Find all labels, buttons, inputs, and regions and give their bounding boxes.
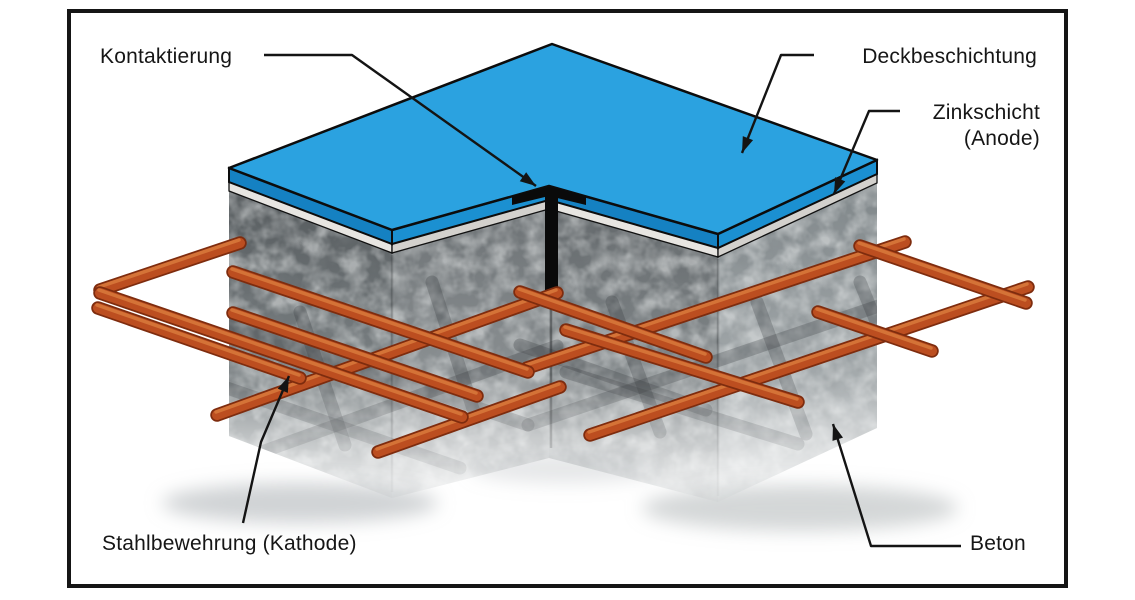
rebar-shadow [229,358,467,475]
rebar-bar-highlight [230,267,529,371]
leader-line-stahlbewehrung [241,375,291,524]
rebar-bar-body [373,382,565,457]
rebar-bar-body [95,288,467,422]
arrowhead-stahlbewehrung [277,376,289,393]
leader-lines [241,53,961,548]
zinc-layer [228,172,878,259]
rebar-bar-body [228,267,533,377]
rebar-bar-body [95,238,245,295]
label-stahlbewehrung: Stahlbewehrung (Kathode) [102,532,357,555]
rebar-bar-highlight [230,308,478,395]
rebar-bar-highlight [857,241,1027,302]
rebar-bar-highlight [517,287,707,356]
rebar-bar-highlight [214,288,558,414]
rebar-bar-highlight [97,288,463,416]
rebar-bar-body [561,325,803,407]
rebar-bar-highlight [563,325,799,401]
contact-strip-part [545,192,558,300]
label-zinkschicht: Zinkschicht (Anode) [933,100,1040,152]
rebar-bar-body [522,237,910,373]
leader-line-kontaktierung [264,53,537,187]
rebar-bar-highlight [815,307,933,350]
rebar-bar-highlight [587,282,1029,434]
label-deckbeschichtung: Deckbeschichtung [862,45,1037,68]
arrowhead-kontaktierung [519,172,536,186]
top-coating-surface [227,42,879,236]
rebar-bar-body [212,288,562,420]
leader-line-zinkschicht [832,109,900,195]
label-kontaktierung: Kontaktierung [100,45,233,68]
label-zinkschicht-line2: (Anode) [963,127,1040,150]
ground-shadows [162,453,958,531]
rebar-shadow [853,275,877,392]
label-beton: Beton [970,532,1026,555]
leader-line-beton [831,423,961,548]
contact-strip [512,187,586,300]
rebar-shadow [229,318,535,432]
rebar-bar-body [813,307,937,356]
rebar-bar-body [855,241,1031,308]
rebar-bar-highlight [97,238,241,289]
rebar-bar-body [515,287,711,362]
arrowhead-deckbeschichtung [742,136,754,153]
leader-line-deckbeschichtung [740,53,814,154]
rebar-bar-body [228,308,482,401]
rebar-bar-body [585,282,1033,440]
rebar-bar-body [93,303,305,383]
arrowhead-zinkschicht [834,177,846,194]
arrowhead-beton [832,424,844,441]
rebar-bar-highlight [95,303,301,377]
ground-shadow [162,483,438,523]
rebar-mesh [91,235,1035,459]
label-zinkschicht-line1: Zinkschicht [932,101,1040,124]
